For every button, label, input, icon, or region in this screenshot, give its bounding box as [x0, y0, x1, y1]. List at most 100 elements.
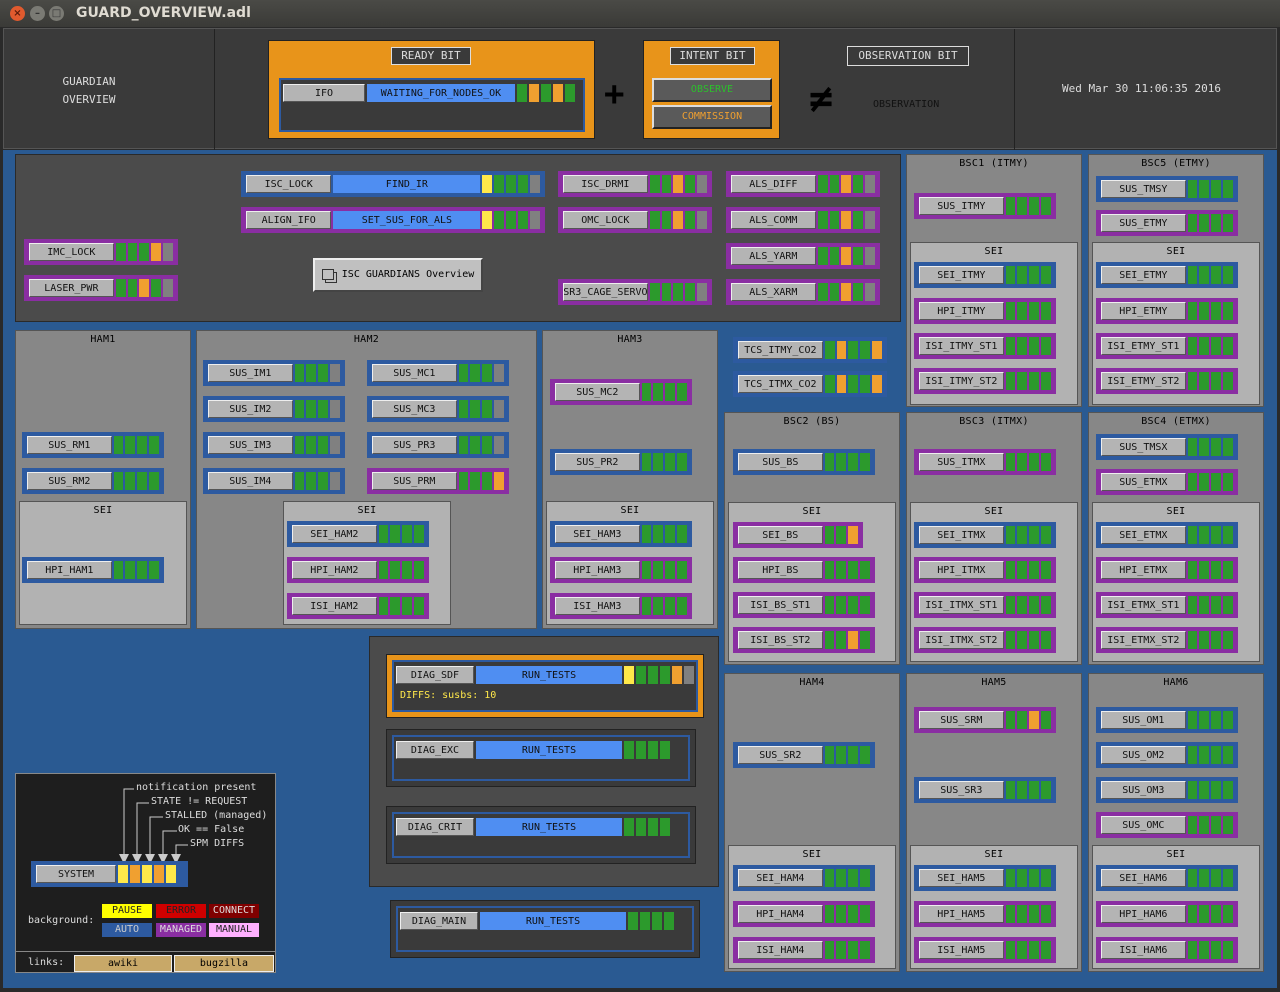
- diag-button[interactable]: DIAG_CRIT: [396, 818, 474, 836]
- node-button[interactable]: SUS_ITMY: [919, 197, 1004, 215]
- node-button[interactable]: SR3_CAGE_SERVO: [563, 283, 648, 301]
- node-button[interactable]: SUS_OMC: [1101, 816, 1186, 834]
- node-button[interactable]: SEI_HAM4: [738, 869, 823, 887]
- status-indicator: [684, 666, 694, 684]
- node-button[interactable]: HPI_BS: [738, 561, 823, 579]
- awiki-link[interactable]: awiki: [74, 955, 172, 972]
- node-button[interactable]: SUS_ETMX: [1101, 473, 1186, 491]
- node-button[interactable]: SUS_PR2: [555, 453, 640, 471]
- node-button[interactable]: ISI_ITMX_ST2: [919, 631, 1004, 649]
- node-button[interactable]: SUS_IM4: [208, 472, 293, 490]
- diag-button[interactable]: DIAG_EXC: [396, 741, 474, 759]
- node-button[interactable]: SUS_MC3: [372, 400, 457, 418]
- node-button[interactable]: TCS_ITMY_CO2: [738, 341, 823, 359]
- node-button[interactable]: SUS_IM1: [208, 364, 293, 382]
- node-button[interactable]: SUS_RM1: [27, 436, 112, 454]
- status-indicator: [1223, 869, 1234, 887]
- node-button[interactable]: HPI_ETMX: [1101, 561, 1186, 579]
- node-button[interactable]: SUS_ITMX: [919, 453, 1004, 471]
- node-button[interactable]: ALS_COMM: [731, 211, 816, 229]
- node-button[interactable]: ISI_HAM3: [555, 597, 640, 615]
- minimize-icon[interactable]: –: [30, 6, 45, 21]
- node-button[interactable]: SUS_OM1: [1101, 711, 1186, 729]
- guardian-node-hpi-etmy: HPI_ETMY: [1096, 298, 1238, 324]
- node-button[interactable]: ALIGN_IFO: [246, 211, 332, 229]
- node-button[interactable]: SUS_OM2: [1101, 746, 1186, 764]
- status-indicator: [1005, 337, 1016, 355]
- node-button[interactable]: OMC_LOCK: [563, 211, 648, 229]
- node-button[interactable]: SUS_BS: [738, 453, 823, 471]
- node-button[interactable]: SUS_ETMY: [1101, 214, 1186, 232]
- node-button[interactable]: ISI_HAM5: [919, 941, 1004, 959]
- node-button[interactable]: SEI_ETMX: [1101, 526, 1186, 544]
- node-button[interactable]: HPI_HAM3: [555, 561, 640, 579]
- node-button[interactable]: HPI_HAM1: [27, 561, 112, 579]
- node-button[interactable]: ISI_HAM4: [738, 941, 823, 959]
- node-button[interactable]: SEI_HAM6: [1101, 869, 1186, 887]
- commission-button[interactable]: COMMISSION: [652, 105, 772, 129]
- node-button[interactable]: SUS_MC1: [372, 364, 457, 382]
- node-button[interactable]: SUS_IM3: [208, 436, 293, 454]
- node-button[interactable]: HPI_ETMY: [1101, 302, 1186, 320]
- node-button[interactable]: ISI_HAM2: [292, 597, 377, 615]
- node-button[interactable]: SUS_SR2: [738, 746, 823, 764]
- node-button[interactable]: HPI_HAM5: [919, 905, 1004, 923]
- node-button[interactable]: ISC_LOCK: [246, 175, 332, 193]
- node-button[interactable]: HPI_HAM4: [738, 905, 823, 923]
- maximize-icon[interactable]: □: [49, 6, 64, 21]
- diag-button[interactable]: DIAG_MAIN: [400, 912, 478, 930]
- node-button[interactable]: ISC_DRMI: [563, 175, 648, 193]
- node-button[interactable]: SEI_HAM5: [919, 869, 1004, 887]
- node-button[interactable]: SUS_RM2: [27, 472, 112, 490]
- node-button[interactable]: HPI_HAM2: [292, 561, 377, 579]
- node-button[interactable]: ISI_ITMY_ST1: [919, 337, 1004, 355]
- node-button[interactable]: ALS_YARM: [731, 247, 816, 265]
- node-button[interactable]: HPI_ITMY: [919, 302, 1004, 320]
- node-button[interactable]: ISI_BS_ST1: [738, 596, 823, 614]
- node-button[interactable]: IMC_LOCK: [29, 243, 114, 261]
- node-button[interactable]: SUS_MC2: [555, 383, 640, 401]
- node-button[interactable]: ISI_ITMX_ST1: [919, 596, 1004, 614]
- node-button[interactable]: SUS_OM3: [1101, 781, 1186, 799]
- status-indicator: [1017, 453, 1028, 471]
- node-button[interactable]: ALS_DIFF: [731, 175, 816, 193]
- node-button[interactable]: SUS_SRM: [919, 711, 1004, 729]
- status-indicator: [1187, 746, 1198, 764]
- node-button[interactable]: ISI_ETMX_ST1: [1101, 596, 1186, 614]
- node-button[interactable]: SEI_HAM2: [292, 525, 377, 543]
- node-button[interactable]: SEI_ITMY: [919, 266, 1004, 284]
- status-indicator: [1187, 337, 1198, 355]
- status-indicator: [1029, 266, 1040, 284]
- node-button[interactable]: ISI_ITMY_ST2: [919, 372, 1004, 390]
- node-button[interactable]: ISI_ETMY_ST2: [1101, 372, 1186, 390]
- node-button[interactable]: SUS_PR3: [372, 436, 457, 454]
- node-button[interactable]: LASER_PWR: [29, 279, 114, 297]
- node-button[interactable]: SEI_BS: [738, 526, 823, 544]
- bugzilla-link[interactable]: bugzilla: [174, 955, 274, 972]
- status-indicator: [1017, 905, 1028, 923]
- observe-button[interactable]: OBSERVE: [652, 78, 772, 102]
- node-button[interactable]: ISI_BS_ST2: [738, 631, 823, 649]
- node-button[interactable]: ALS_XARM: [731, 283, 816, 301]
- status-indicator: [860, 869, 871, 887]
- node-button[interactable]: SEI_HAM3: [555, 525, 640, 543]
- node-button[interactable]: SUS_TMSX: [1101, 438, 1186, 456]
- node-button[interactable]: SUS_TMSY: [1101, 180, 1186, 198]
- node-button[interactable]: HPI_HAM6: [1101, 905, 1186, 923]
- diag-button[interactable]: DIAG_SDF: [396, 666, 474, 684]
- node-button[interactable]: TCS_ITMX_CO2: [738, 375, 823, 393]
- node-button[interactable]: SUS_PRM: [372, 472, 457, 490]
- node-button[interactable]: SEI_ETMY: [1101, 266, 1186, 284]
- node-button[interactable]: SUS_SR3: [919, 781, 1004, 799]
- isc-guardians-overview-button[interactable]: ISC GUARDIANS Overview: [313, 258, 483, 292]
- status-indicator: [1199, 596, 1210, 614]
- node-button[interactable]: SUS_IM2: [208, 400, 293, 418]
- node-button[interactable]: HPI_ITMX: [919, 561, 1004, 579]
- node-button[interactable]: ISI_HAM6: [1101, 941, 1186, 959]
- close-icon[interactable]: ×: [10, 6, 25, 21]
- node-button[interactable]: ISI_ETMX_ST2: [1101, 631, 1186, 649]
- legend-ind-3: [142, 865, 152, 883]
- ifo-button[interactable]: IFO: [283, 84, 365, 102]
- node-button[interactable]: ISI_ETMY_ST1: [1101, 337, 1186, 355]
- node-button[interactable]: SEI_ITMX: [919, 526, 1004, 544]
